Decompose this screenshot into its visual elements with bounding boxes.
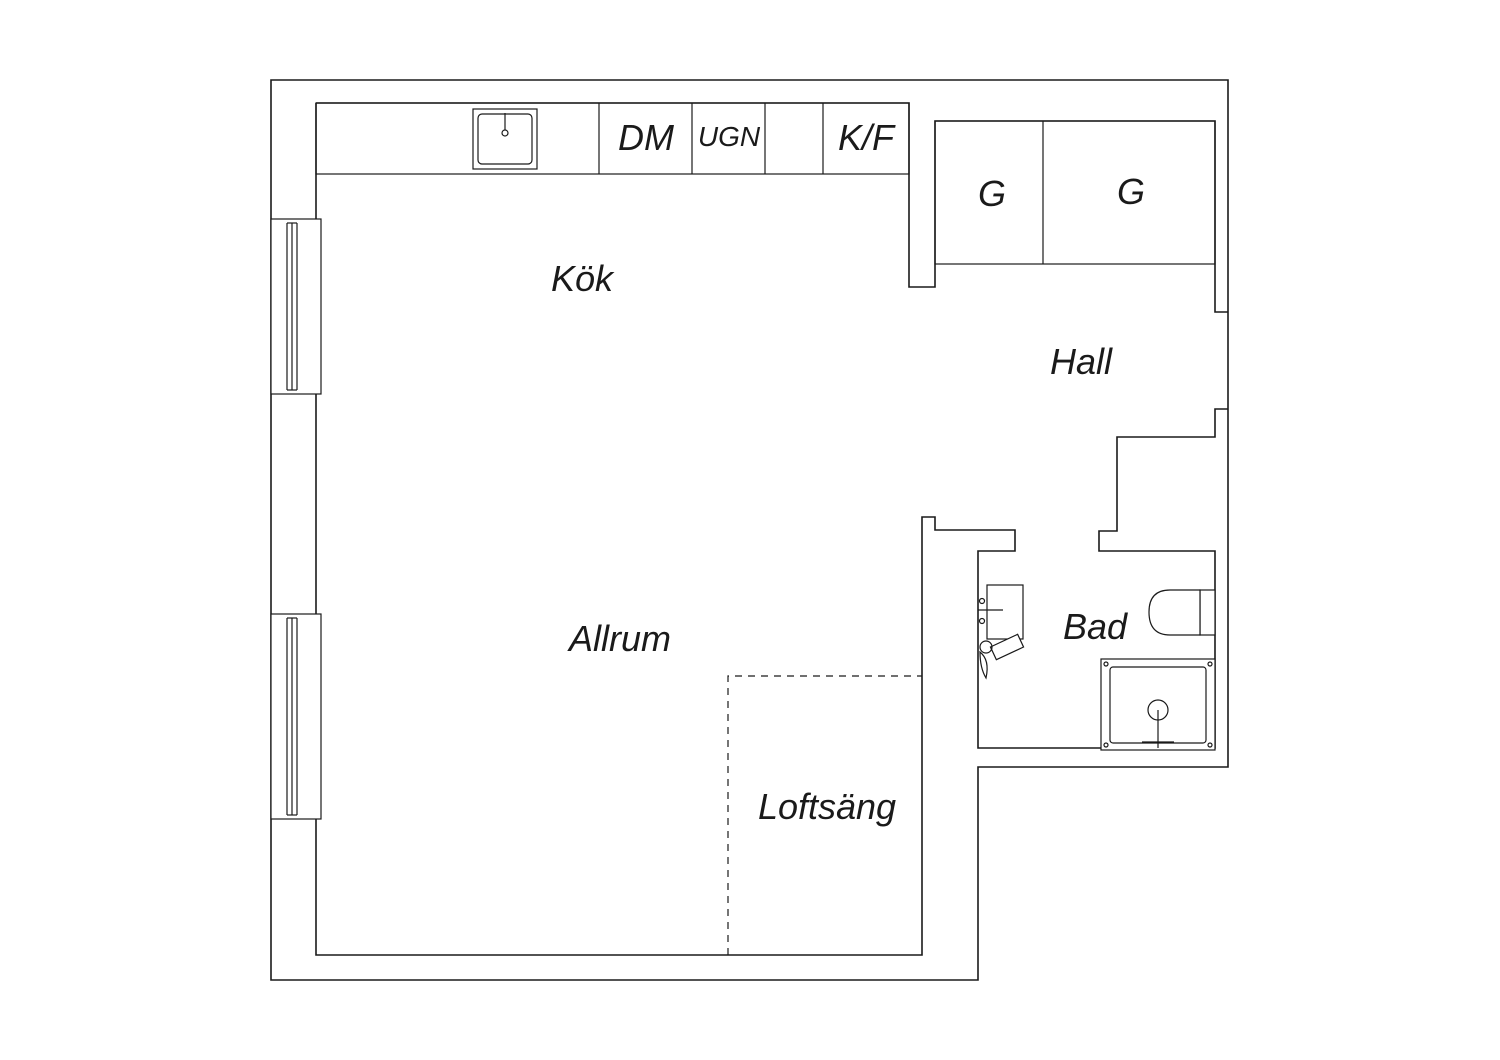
- kitchen-counter: [315, 102, 910, 175]
- kitchen-sink-icon: [472, 108, 538, 170]
- toilet-icon: [1148, 589, 1216, 636]
- window-lower: [270, 613, 322, 820]
- shower-icon: [1100, 658, 1216, 751]
- oven-label: UGN: [698, 121, 761, 152]
- outer-wall: [270, 79, 1229, 981]
- wardrobe-label: G: [978, 173, 1006, 214]
- inner-wall-main: [315, 103, 1228, 956]
- room-label-kok: Kök: [551, 258, 615, 299]
- dishwasher-label: DM: [618, 117, 674, 158]
- room-label-allrum: Allrum: [567, 618, 671, 659]
- inner-wall-kitchen-hall: [316, 102, 1228, 313]
- wardrobe-block: [934, 120, 1216, 265]
- loft-bed-outline: [727, 675, 922, 955]
- room-label-loftsang: Loftsäng: [758, 786, 896, 827]
- room-label-bad: Bad: [1063, 606, 1128, 647]
- window-upper: [270, 218, 322, 395]
- room-label-hall: Hall: [1050, 341, 1113, 382]
- wardrobe-label: G: [1117, 171, 1145, 212]
- fridge-freezer-label: K/F: [838, 117, 896, 158]
- bathroom-sink-icon: [978, 584, 1024, 640]
- toilet-paper-icon: [979, 633, 1025, 680]
